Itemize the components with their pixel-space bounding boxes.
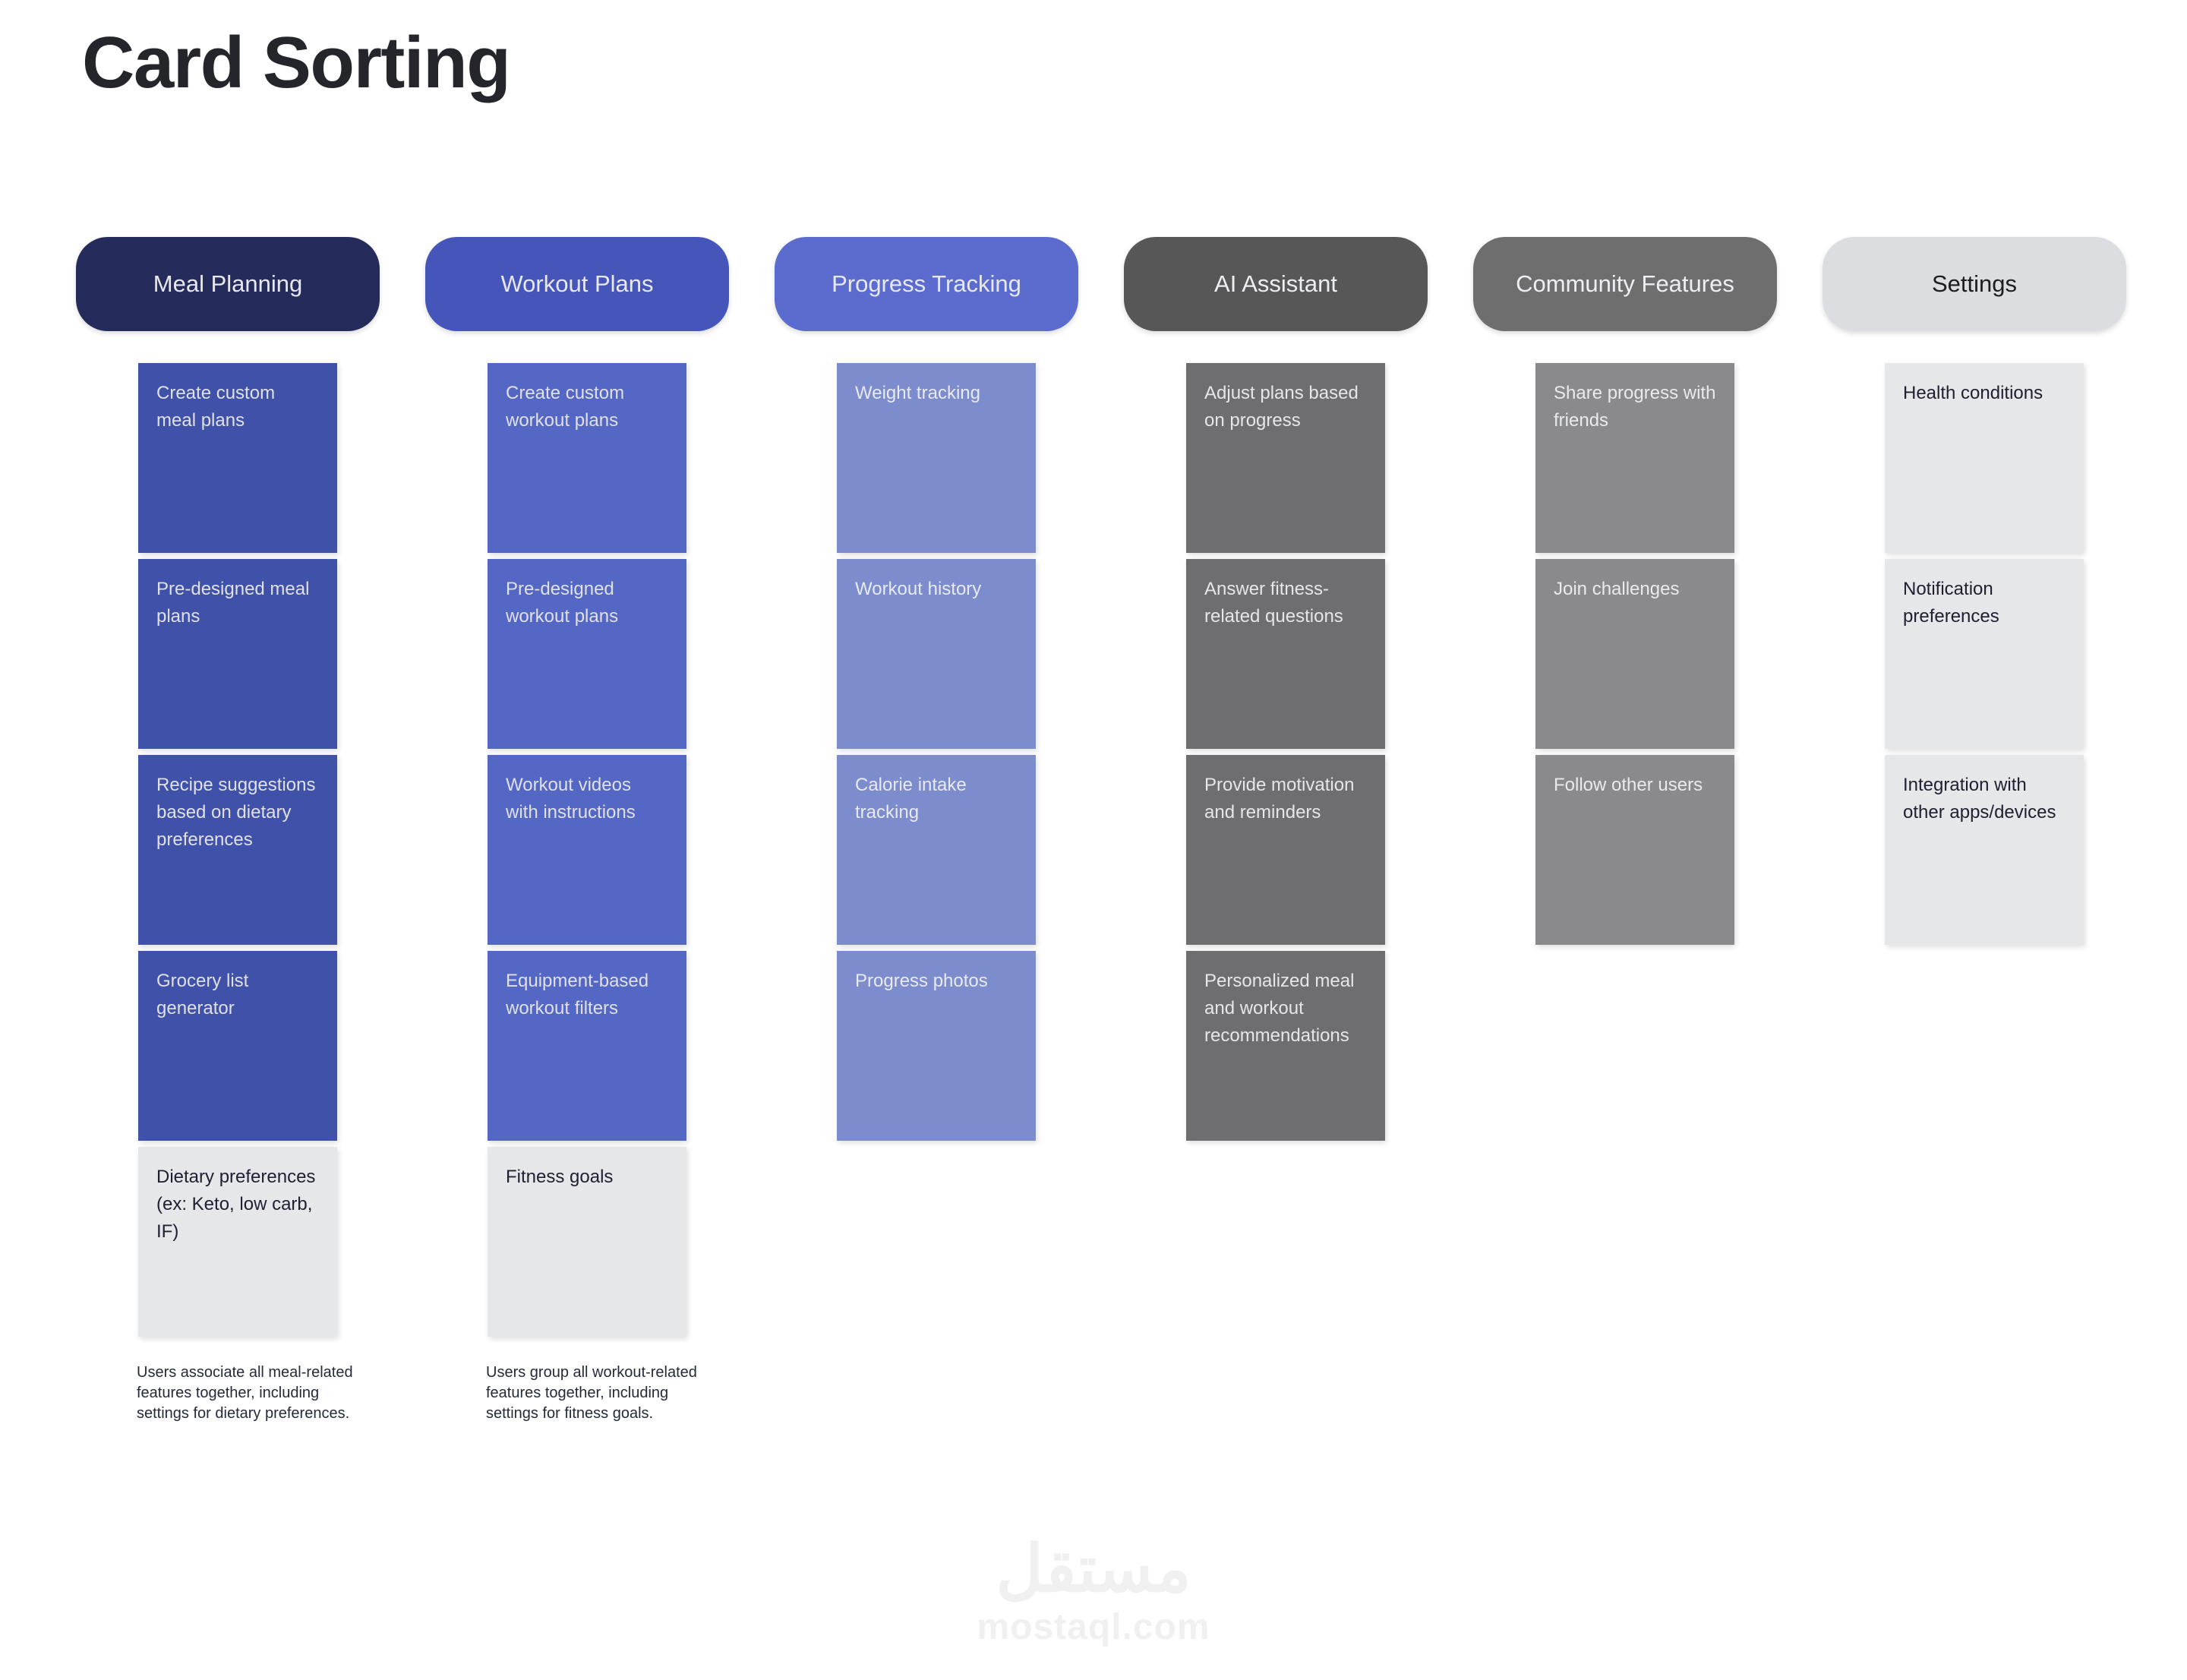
column-header-workout-plans[interactable]: Workout Plans (425, 237, 729, 331)
card[interactable]: Weight tracking (837, 363, 1036, 553)
column-header-progress-tracking[interactable]: Progress Tracking (775, 237, 1078, 331)
watermark: مستقل mostaql.com (0, 1533, 2187, 1650)
card[interactable]: Follow other users (1535, 755, 1734, 945)
watermark-domain-text: mostaql.com (977, 1607, 1210, 1647)
card[interactable]: Grocery list generator (138, 951, 337, 1141)
card[interactable]: Answer fitness-related questions (1186, 559, 1385, 749)
watermark-arabic-text: مستقل (996, 1533, 1191, 1606)
page-title: Card Sorting (82, 22, 511, 103)
card[interactable]: Workout videos with instructions (488, 755, 686, 945)
card[interactable]: Equipment-based workout filters (488, 951, 686, 1141)
card[interactable]: Create custom meal plans (138, 363, 337, 553)
card[interactable]: Dietary preferences (ex: Keto, low carb,… (138, 1147, 337, 1337)
column-note-workout-plans: Users group all workout-related features… (486, 1364, 697, 1422)
card[interactable]: Calorie intake tracking (837, 755, 1036, 945)
card[interactable]: Provide motivation and reminders (1186, 755, 1385, 945)
card[interactable]: Fitness goals (488, 1147, 686, 1337)
card[interactable]: Health conditions (1885, 363, 2084, 553)
card[interactable]: Progress photos (837, 951, 1036, 1141)
card[interactable]: Create custom workout plans (488, 363, 686, 553)
card[interactable]: Adjust plans based on progress (1186, 363, 1385, 553)
column-header-meal-planning[interactable]: Meal Planning (76, 237, 380, 331)
card[interactable]: Integration with other apps/devices (1885, 755, 2084, 945)
column-header-ai-assistant[interactable]: AI Assistant (1124, 237, 1428, 331)
card[interactable]: Share progress with friends (1535, 363, 1734, 553)
card[interactable]: Notification preferences (1885, 559, 2084, 749)
card[interactable]: Personalized meal and workout recommenda… (1186, 951, 1385, 1141)
column-header-community-features[interactable]: Community Features (1473, 237, 1777, 331)
card[interactable]: Pre-designed workout plans (488, 559, 686, 749)
card[interactable]: Workout history (837, 559, 1036, 749)
column-header-settings[interactable]: Settings (1822, 237, 2126, 331)
card[interactable]: Pre-designed meal plans (138, 559, 337, 749)
card[interactable]: Join challenges (1535, 559, 1734, 749)
column-note-meal-planning: Users associate all meal-related feature… (137, 1364, 353, 1422)
card[interactable]: Recipe suggestions based on dietary pref… (138, 755, 337, 945)
